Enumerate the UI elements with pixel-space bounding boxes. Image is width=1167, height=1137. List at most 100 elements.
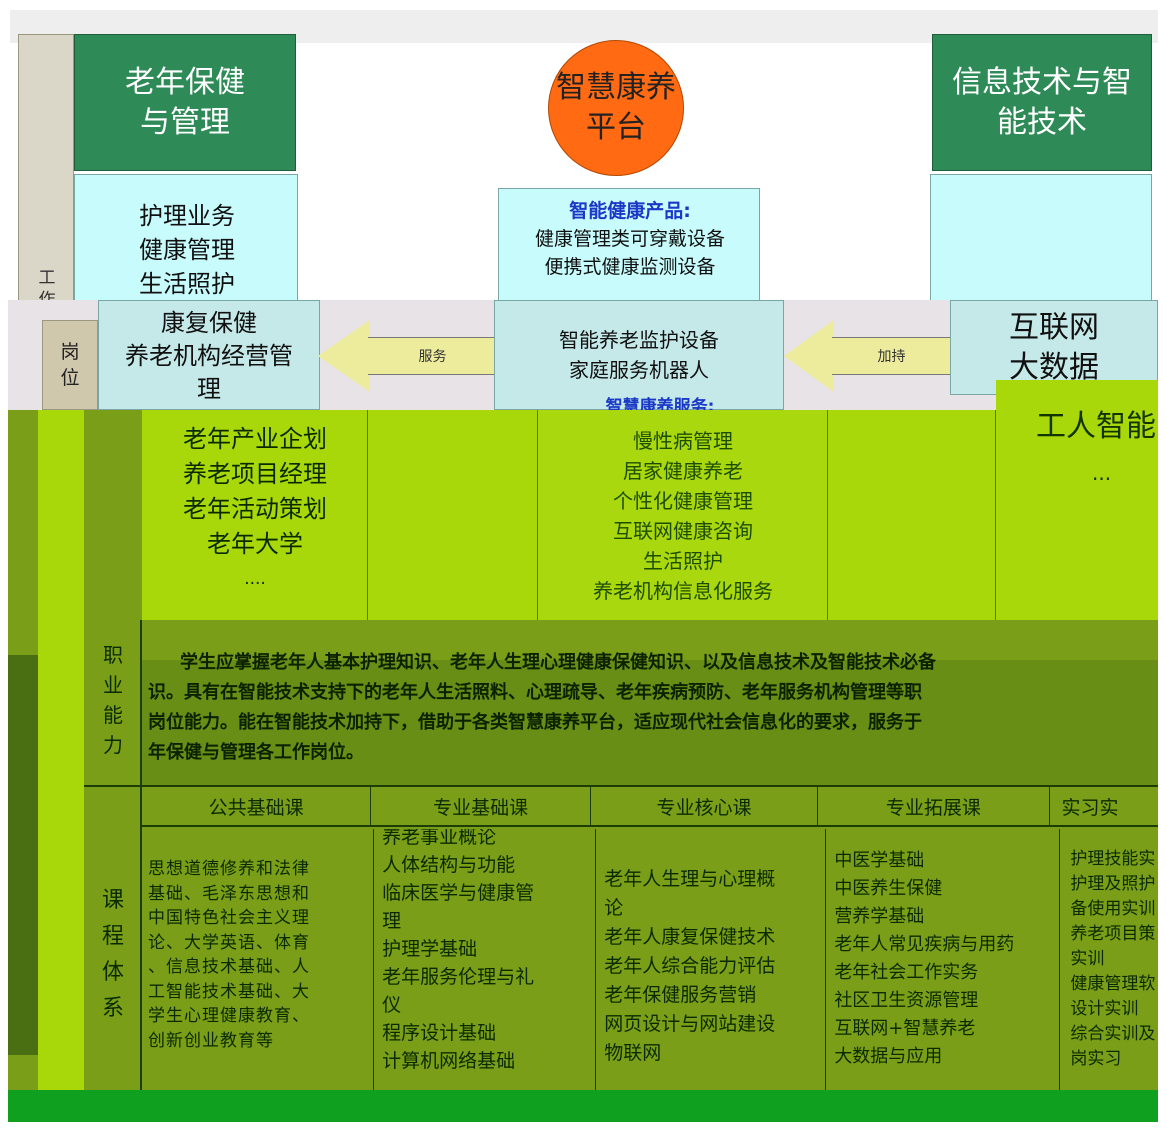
- course-line: 老年保健服务营销: [604, 984, 757, 1006]
- course-line: 学生心理健康教育、: [148, 1006, 310, 1026]
- course-line: 备使用实训: [1070, 899, 1156, 919]
- job-item: 生活照护: [139, 270, 235, 298]
- course-line: 程序设计基础: [382, 1022, 497, 1044]
- course-line: 护理及照护: [1070, 874, 1156, 894]
- bottom-bar: [8, 1090, 1158, 1122]
- header-public: 公共基础课: [142, 787, 372, 825]
- center-band-box: 智能养老监护设备家庭服务机器人: [494, 300, 784, 410]
- course-line: 思想道德修养和法律: [148, 859, 310, 879]
- service-item: 居家健康养老: [623, 459, 743, 483]
- smart-products-heading: 智能健康产品:: [569, 200, 691, 222]
- course-line: 大数据与应用: [834, 1046, 943, 1067]
- curriculum-body-row: 思想道德修养和法律 基础、毛泽东思想和 中国特色社会主义理 论、大学英语、体育 …: [142, 829, 1158, 1105]
- col-public: 思想道德修养和法律 基础、毛泽东思想和 中国特色社会主义理 论、大学英语、体育 …: [142, 829, 375, 1105]
- course-line: 计算机网络基础: [382, 1050, 516, 1072]
- course-line: 护理学基础: [382, 938, 478, 960]
- course-line: 理: [382, 910, 402, 932]
- header-ext: 专业拓展课: [818, 787, 1050, 825]
- service-arrow-head: [318, 320, 370, 392]
- course-line: 社区卫生资源管理: [834, 990, 979, 1011]
- course-line: 、信息技术基础、人: [148, 957, 310, 977]
- course-line: 营养学基础: [834, 906, 925, 927]
- service-item: 慢性病管理: [633, 429, 733, 453]
- service-arrow-body: 服务: [368, 337, 498, 375]
- ability-dark-overlay: [142, 660, 1158, 785]
- green-center-cell: 慢性病管理 居家健康养老 个性化健康管理 互联网健康咨询 生活照护 养老机构信息…: [538, 410, 828, 620]
- job-item: 护理业务: [139, 202, 235, 230]
- curriculum-top-line: [84, 785, 1158, 787]
- col-intern: 护理技能实 护理及照护 备使用实训 养老项目策 实训 健康管理软 设计实训 综合…: [1060, 829, 1158, 1105]
- service-arrow: 服务: [318, 320, 498, 392]
- course-line: 基础、毛泽东思想和: [148, 883, 310, 904]
- course-line: 岗实习: [1070, 1049, 1122, 1069]
- col-core: 老年人生理与心理概 论 老年人康复保健技术 老年人综合能力评估 老年保健服务营销…: [596, 829, 827, 1105]
- ability-row: [84, 620, 1158, 785]
- header-intern: 实习实: [1061, 796, 1119, 819]
- course-line: 创新创业教育等: [148, 1030, 274, 1051]
- course-line: 中国特色社会主义理: [148, 908, 310, 928]
- green-left-item: 养老项目经理: [183, 460, 327, 488]
- ai-item: 工人智能: [1036, 409, 1156, 444]
- course-line: 实训: [1070, 949, 1105, 969]
- course-line: 老年人康复保健技术: [604, 926, 776, 948]
- green-left-item: 老年大学: [207, 530, 303, 558]
- course-line: 工智能技术基础、大: [148, 981, 310, 1002]
- course-line: 物联网: [604, 1042, 662, 1064]
- course-line: 论、大学英语、体育: [148, 932, 310, 953]
- product-item: 健康管理类可穿戴设备: [534, 228, 725, 250]
- curriculum-row: [84, 785, 1158, 1105]
- course-line: 人体结构与功能: [382, 854, 516, 876]
- green-right-cell: 工人智能 ...: [996, 380, 1158, 620]
- smart-care-platform-circle: 智慧康养平台: [548, 40, 684, 176]
- curriculum-header-row: 公共基础课 专业基础课 专业核心课 专业拓展课 实习实: [142, 787, 1158, 827]
- course-line: 中医学基础: [834, 850, 925, 871]
- course-line: 健康管理软: [1070, 974, 1156, 994]
- green-left-item: 老年产业企划: [183, 425, 327, 453]
- ai-item: ...: [1092, 461, 1112, 485]
- green-left-item: 老年活动策划: [183, 495, 327, 523]
- course-line: 养老事业概论: [382, 829, 497, 848]
- work-pillar: 工作: [18, 34, 74, 334]
- service-item: 个性化健康管理: [613, 489, 753, 513]
- support-arrow-label: 加持: [877, 349, 906, 365]
- course-line: 综合实训及: [1070, 1024, 1156, 1044]
- course-line: 老年人常见疾病与用药: [834, 934, 1015, 955]
- header-core: 专业核心课: [591, 787, 819, 825]
- green-gap-cell: [368, 410, 538, 620]
- job-item: 健康管理: [139, 236, 235, 264]
- course-line: 中医养生保健: [834, 878, 943, 899]
- col-ext: 中医学基础 中医养生保健 营养学基础 老年人常见疾病与用药 老年社会工作实务 社…: [826, 829, 1061, 1105]
- center-band-subheading: 智慧康养服务:: [605, 397, 715, 414]
- info-tech-header: 信息技术与智能技术: [932, 34, 1152, 171]
- elderly-health-header: 老年保健与管理: [74, 34, 296, 171]
- course-line: 护理技能实: [1070, 849, 1156, 869]
- course-line: 仪: [382, 994, 402, 1016]
- course-line: 老年社会工作实务: [834, 962, 979, 983]
- course-line: 论: [604, 897, 624, 919]
- course-line: 养老项目策: [1070, 924, 1156, 944]
- ability-label-cell: 职业能力: [84, 620, 142, 785]
- support-arrow: 加持: [784, 320, 952, 392]
- course-line: 老年服务伦理与礼: [382, 966, 535, 988]
- course-line: 网页设计与网站建设: [604, 1013, 776, 1035]
- left-band-box: 康复保健养老机构经营管理: [98, 300, 320, 410]
- col-basic: 养老事业概论 人体结构与功能 临床医学与健康管 理 护理学基础 老年服务伦理与礼…: [374, 829, 597, 1105]
- header-basic: 专业基础课: [371, 787, 591, 825]
- green-left-cell: 老年产业企划 养老项目经理 老年活动策划 老年大学 ....: [142, 410, 368, 620]
- product-item: 便携式健康监测设备: [544, 256, 716, 278]
- course-line: 互联网+智慧养老: [834, 1018, 976, 1039]
- course-line: 老年人综合能力评估: [604, 955, 776, 977]
- support-arrow-body: 加持: [832, 337, 952, 375]
- green-gap-cell-2: [828, 410, 996, 620]
- post-col-strip: [84, 410, 142, 620]
- support-arrow-head: [784, 320, 834, 392]
- course-line: 临床医学与健康管: [382, 882, 535, 904]
- left-dark-block: [8, 655, 38, 1055]
- service-item: 互联网健康咨询: [613, 519, 753, 543]
- service-arrow-label: 服务: [418, 349, 447, 365]
- curriculum-label-cell: 课程体系: [84, 787, 142, 1105]
- green-left-item: ....: [244, 569, 266, 589]
- service-item: 养老机构信息化服务: [593, 579, 773, 603]
- post-pillar: 岗位: [42, 320, 98, 410]
- course-line: 设计实训: [1070, 999, 1139, 1019]
